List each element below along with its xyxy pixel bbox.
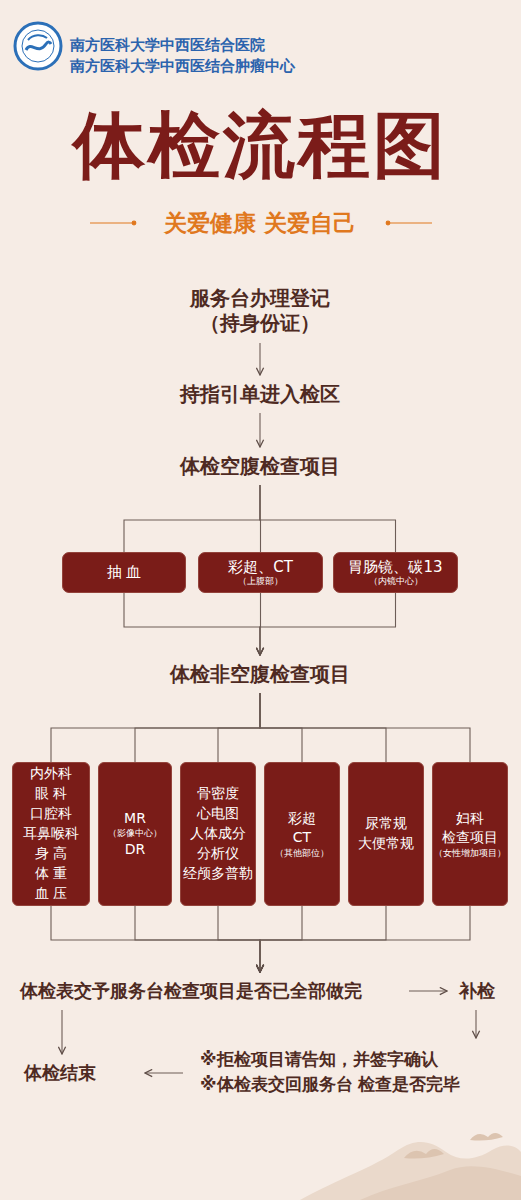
node-text: ※拒检项目请告知，并签字确认 xyxy=(200,1047,438,1073)
exam-box: 骨密度心电图人体成分 分析仪经颅多普勒 xyxy=(180,762,256,906)
node-text: 服务台办理登记 （持身份证） xyxy=(165,286,355,336)
sub-note: （女性增加项目） xyxy=(434,848,506,859)
flow-connector xyxy=(124,485,260,552)
flow-connector xyxy=(135,906,260,972)
flow-connector xyxy=(260,593,396,655)
flow-connector xyxy=(260,906,302,972)
node-text: 妇科 检查项目 xyxy=(435,809,505,849)
node-text: 补检 xyxy=(459,980,495,1003)
step-text: 体检表交予服务台检查项目是否已全部做完 xyxy=(20,977,404,1005)
exam-box: 尿常规大便常规 xyxy=(348,762,424,906)
sub-note: （上腹部） xyxy=(238,576,283,587)
flow-connector xyxy=(260,693,302,762)
flow-connector xyxy=(259,593,261,655)
step-text: 体检结束 xyxy=(20,1059,140,1087)
sub-note: （其他部位） xyxy=(275,848,329,859)
node-text: 骨密度 xyxy=(197,784,239,804)
flow-connector xyxy=(51,693,260,762)
node-text: 持指引单进入检区 xyxy=(180,382,340,407)
node-text: 眼 科 xyxy=(35,784,67,804)
exam-box: 抽 血 xyxy=(62,552,186,593)
node-text: 抽 血 xyxy=(107,563,142,582)
cloud-mountain-ornament xyxy=(300,1133,521,1200)
node-text: CT xyxy=(293,828,311,848)
flow-connector xyxy=(259,413,260,447)
flow-connector xyxy=(260,693,470,762)
flow-connector xyxy=(475,1010,476,1038)
exam-box: 内外科眼 科口腔科耳鼻喉科身 高体 重血 压 xyxy=(12,762,90,906)
exam-box: 妇科 检查项目（女性增加项目） xyxy=(432,762,508,906)
flow-connector xyxy=(51,906,260,972)
hospital-name: 南方医科大学中西医结合医院 xyxy=(70,36,265,55)
node-text: 体检表交予服务台检查项目是否已全部做完 xyxy=(20,980,362,1003)
node-text: 心电图 xyxy=(197,804,239,824)
flow-connector xyxy=(409,990,447,991)
flow-connector xyxy=(260,906,470,972)
node-text: 人体成分 分析仪 xyxy=(183,824,253,864)
hospital-name: 南方医科大学中西医结合肿瘤中心 xyxy=(70,57,295,76)
node-text: 内外科 xyxy=(30,764,72,784)
sub-note: （内镜中心） xyxy=(369,576,423,587)
flow-connector xyxy=(124,593,260,655)
node-text: 体 重 xyxy=(35,864,67,884)
exam-box: MR（影像中心）DR xyxy=(98,762,172,906)
slogan: 关爱健康 关爱自己 xyxy=(0,208,521,239)
node-text: 身 高 xyxy=(35,844,67,864)
flow-connector xyxy=(259,485,261,552)
node-text: 耳鼻喉科 xyxy=(23,824,79,844)
node-text: 尿常规 xyxy=(365,814,407,834)
flow-connector xyxy=(259,343,260,375)
node-text: 胃肠镜、碳13 xyxy=(348,558,442,577)
exam-box: 胃肠镜、碳13（内镜中心） xyxy=(333,552,458,593)
node-text: 彩超 xyxy=(288,809,316,829)
node-text: 经颅多普勒 xyxy=(183,864,253,884)
exam-box: 彩超CT（其他部位） xyxy=(264,762,340,906)
flow-connector xyxy=(260,485,396,552)
node-text: MR xyxy=(124,809,146,829)
node-text: 口腔科 xyxy=(30,804,72,824)
step-text: 体检空腹检查项目 xyxy=(110,452,410,480)
node-text: 彩超、CT xyxy=(228,558,293,577)
sub-note: （影像中心） xyxy=(108,828,162,839)
node-text: 体检结束 xyxy=(24,1062,96,1085)
node-text: 血 压 xyxy=(35,884,67,904)
exam-box: 彩超、CT（上腹部） xyxy=(198,552,323,593)
flow-connector xyxy=(135,693,260,762)
node-text: ※体检表交回服务台 检查是否完毕 xyxy=(200,1072,460,1098)
page-title: 体检流程图 xyxy=(0,106,521,185)
node-text: DR xyxy=(125,840,146,860)
flow-connector xyxy=(260,906,386,972)
flow-connector xyxy=(145,1072,183,1073)
flow-connector xyxy=(218,906,260,972)
step-text: 补检 xyxy=(452,977,502,1005)
flow-connector xyxy=(218,693,260,762)
flow-connector xyxy=(61,1010,62,1054)
flow-connector xyxy=(260,693,386,762)
step-text: 体检非空腹检查项目 xyxy=(110,660,410,688)
node-text: 体检非空腹检查项目 xyxy=(170,662,350,687)
step-text: 持指引单进入检区 xyxy=(110,380,410,408)
note-block: ※拒检项目请告知，并签字确认※体检表交回服务台 检查是否完毕 xyxy=(188,1043,514,1101)
step-text: 服务台办理登记 （持身份证） xyxy=(165,284,355,338)
hospital-logo xyxy=(15,23,61,69)
node-text: 大便常规 xyxy=(358,834,414,854)
node-text: 体检空腹检查项目 xyxy=(180,454,340,479)
